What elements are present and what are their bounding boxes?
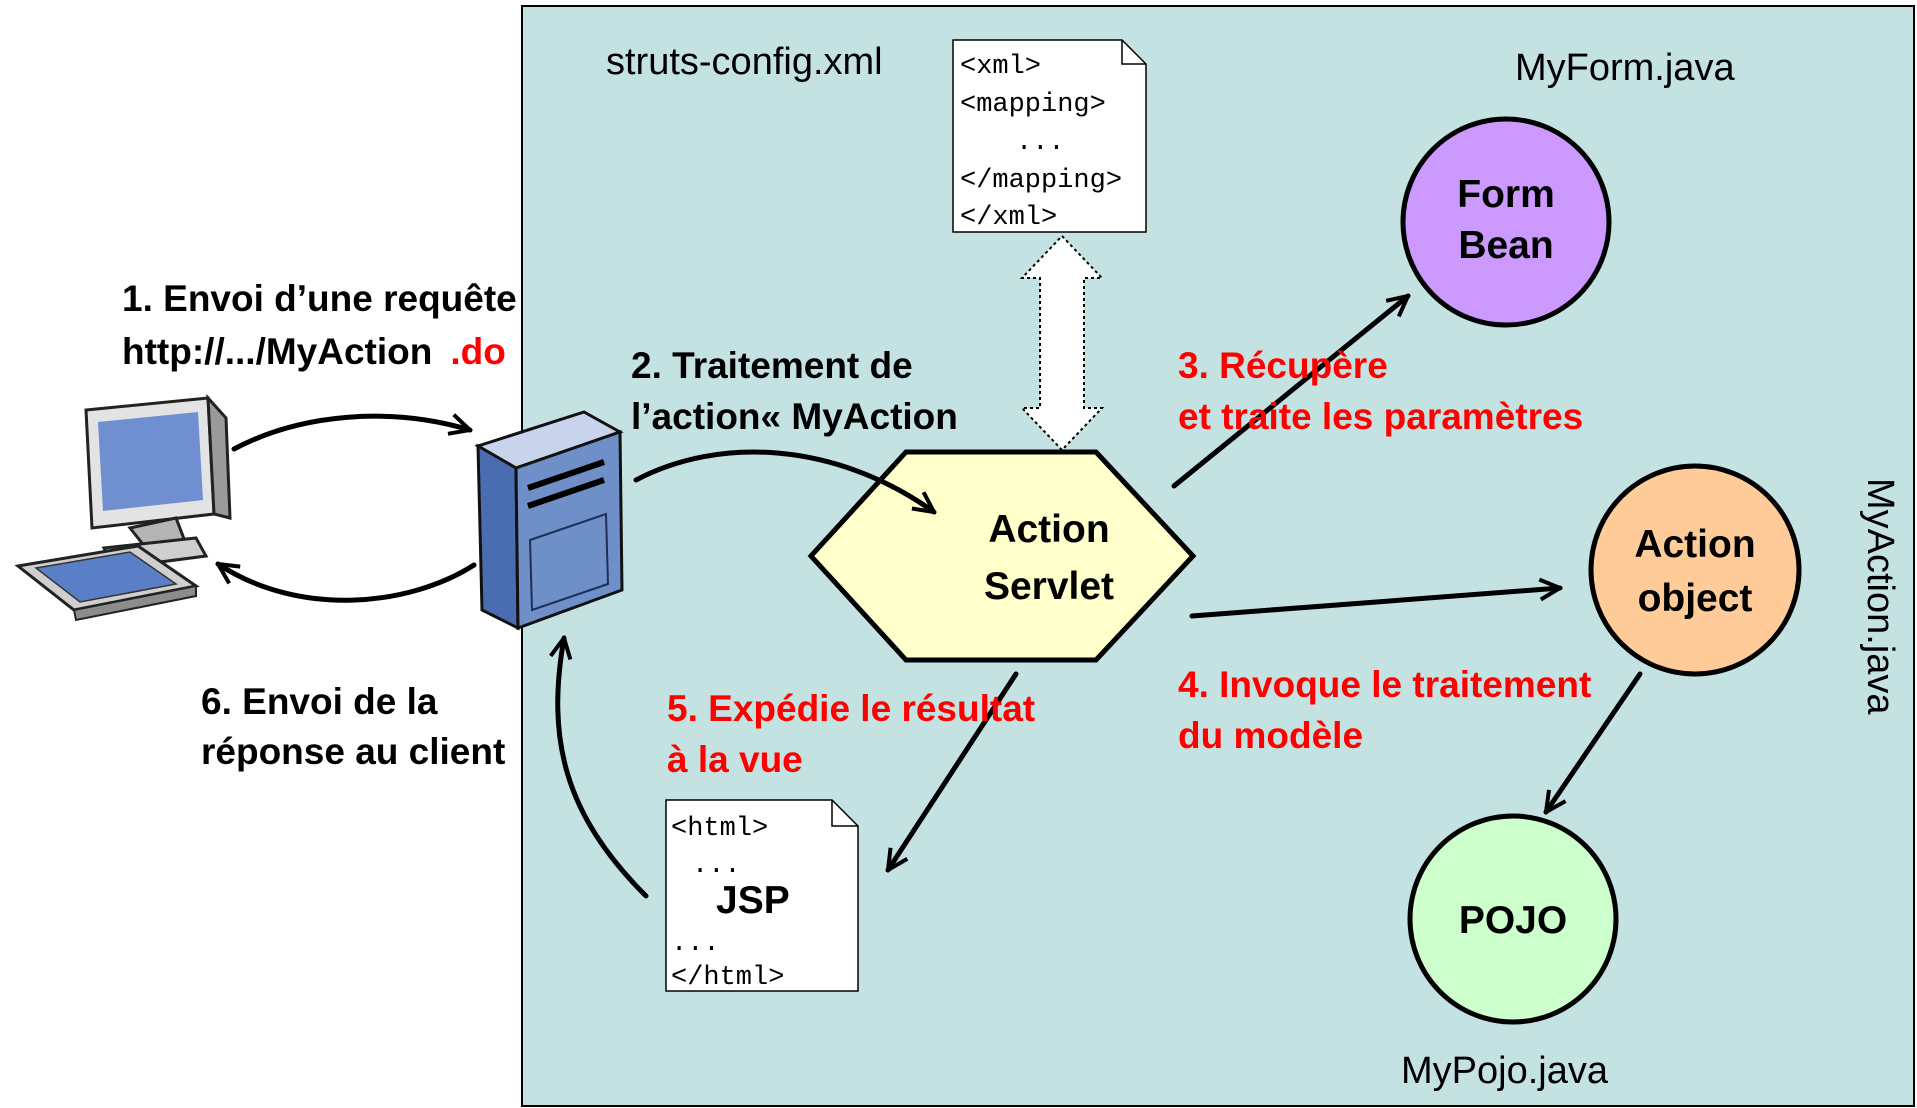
action-object-circle bbox=[1588, 463, 1802, 677]
step1-extension: .do bbox=[450, 331, 505, 372]
arrow-servlet-to-actionobject bbox=[1189, 588, 1560, 619]
step4-line1: 4. Invoque le traitement bbox=[1178, 664, 1591, 705]
xml-config-document-icon: <xml> <mapping> ... </mapping> </xml> bbox=[952, 39, 1147, 233]
pojo-label: POJO bbox=[1459, 899, 1567, 942]
mypojo-file-label: MyPojo.java bbox=[1401, 1050, 1609, 1092]
form-bean-circle bbox=[1400, 116, 1612, 328]
xml-line-2: <mapping> bbox=[960, 90, 1106, 120]
step6-line1: 6. Envoi de la bbox=[201, 681, 438, 722]
jsp-line-1: <html> bbox=[671, 814, 768, 844]
xml-line-5: </xml> bbox=[960, 203, 1057, 233]
arrow-actionobject-to-pojo bbox=[1546, 671, 1643, 812]
xml-line-4: </mapping> bbox=[960, 166, 1122, 196]
jsp-line-2: ... bbox=[692, 851, 741, 881]
pojo-circle bbox=[1407, 813, 1619, 1025]
xml-line-1: <xml> bbox=[960, 52, 1041, 82]
arrow-servlet-to-jsp bbox=[885, 671, 1019, 870]
arrow-server-to-servlet bbox=[633, 449, 934, 512]
action-servlet-label-line2: Servlet bbox=[984, 565, 1114, 608]
action-object-label-line2: object bbox=[1638, 577, 1753, 620]
arrow-servlet-to-formbean bbox=[1171, 296, 1408, 489]
myform-file-label: MyForm.java bbox=[1515, 47, 1735, 89]
step3-line1: 3. Récupère bbox=[1178, 345, 1388, 386]
step1-line2: http://.../MyAction .do bbox=[122, 331, 506, 372]
arrow-jsp-to-server bbox=[558, 638, 649, 899]
jsp-line-5: </html> bbox=[671, 963, 784, 993]
step4-line2: du modèle bbox=[1178, 715, 1363, 756]
xml-line-3: ... bbox=[1016, 128, 1065, 158]
action-object-label-line1: Action bbox=[1634, 523, 1755, 566]
form-bean-label-line1: Form bbox=[1457, 173, 1555, 216]
step5-line1: 5. Expédie le résultat bbox=[667, 688, 1035, 729]
step6-line2: réponse au client bbox=[201, 731, 505, 772]
step5-line2: à la vue bbox=[667, 739, 803, 780]
step1-url: http://.../MyAction bbox=[122, 331, 432, 372]
struts-config-file-label: struts-config.xml bbox=[606, 41, 883, 83]
step2-line2: l’action« MyAction bbox=[631, 396, 958, 437]
step2-line1: 2. Traitement de bbox=[631, 345, 913, 386]
desktop-computer-icon bbox=[14, 393, 232, 622]
jsp-view-document-icon: <html> ... JSP ... </html> bbox=[665, 799, 859, 993]
action-servlet-label-line1: Action bbox=[988, 508, 1109, 551]
form-bean-label-line2: Bean bbox=[1458, 224, 1553, 267]
step1-line1: 1. Envoi d’une requête bbox=[122, 278, 517, 319]
jsp-label: JSP bbox=[716, 879, 790, 922]
arrow-server-to-client bbox=[218, 561, 477, 603]
step3-line2: et traite les paramètres bbox=[1178, 396, 1583, 437]
action-servlet-hexagon bbox=[807, 449, 1197, 663]
server-tower-icon bbox=[474, 410, 624, 631]
myaction-file-label: MyAction.java bbox=[1859, 478, 1901, 715]
jsp-line-4: ... bbox=[671, 929, 720, 959]
arrow-client-to-server bbox=[231, 416, 470, 452]
